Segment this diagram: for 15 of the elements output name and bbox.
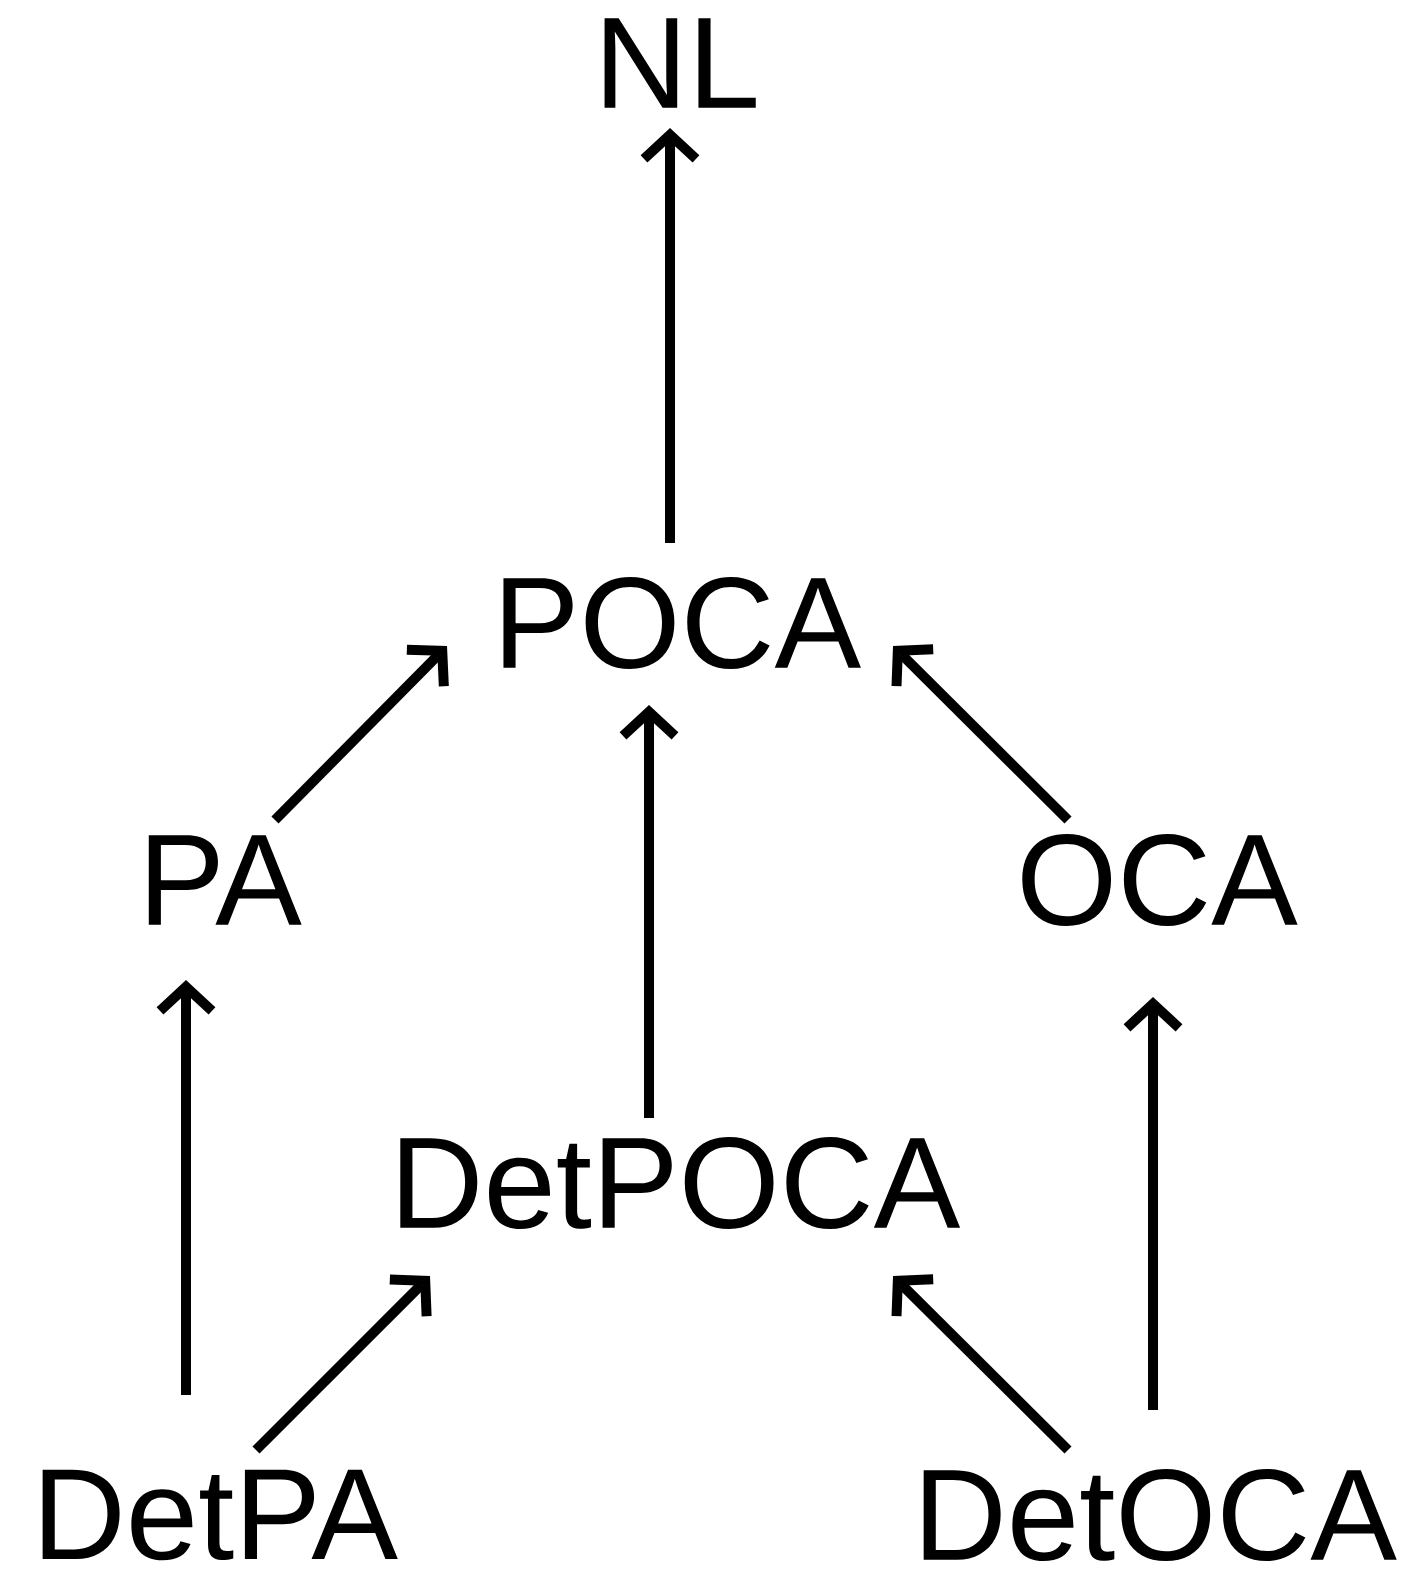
arrow bbox=[156, 980, 216, 1395]
arrow bbox=[640, 128, 700, 543]
node-label: PA bbox=[148, 835, 302, 925]
arrow bbox=[252, 1274, 432, 1454]
node-label: DetPOCA bbox=[400, 1137, 961, 1229]
arrow bbox=[891, 644, 1072, 824]
node-label: DetOCA bbox=[923, 1469, 1397, 1561]
arrow bbox=[619, 705, 679, 1118]
node-label: DetPA bbox=[42, 1469, 398, 1561]
arrow bbox=[1123, 997, 1183, 1410]
arrow bbox=[271, 644, 449, 824]
node-label: NL bbox=[604, 18, 756, 108]
arrow bbox=[891, 1274, 1072, 1454]
node-label: POCA bbox=[503, 577, 861, 669]
node-label: OCA bbox=[1022, 834, 1298, 926]
